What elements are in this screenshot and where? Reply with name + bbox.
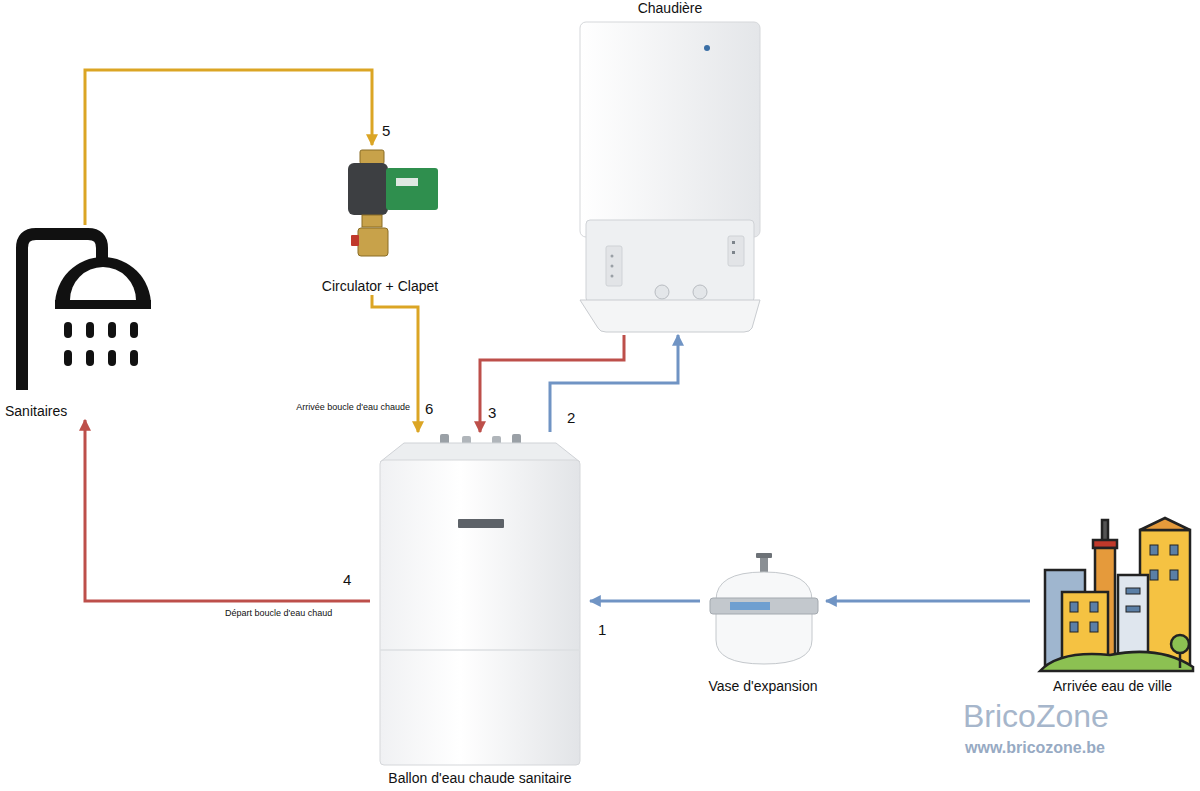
watermark: BricoZone xyxy=(963,697,1109,735)
circulator-illustration xyxy=(348,150,438,256)
pipe-connector xyxy=(85,420,370,601)
shower-icon xyxy=(22,234,151,390)
city-icon-part xyxy=(1070,622,1078,632)
pipe-connector xyxy=(550,335,678,432)
boiler-illustration-part xyxy=(655,285,669,299)
circulator-node: Circulator + Clapet xyxy=(300,145,460,295)
boiler-illustration-part xyxy=(611,255,614,258)
city-icon-part xyxy=(1090,622,1098,632)
boiler-illustration-part xyxy=(580,300,760,332)
expansion-vessel-illustration-part xyxy=(730,602,770,610)
boiler-illustration-part xyxy=(606,246,622,286)
shower-icon-part xyxy=(108,350,116,366)
boiler-node: Chaudière xyxy=(570,0,770,335)
boiler-illustration-part xyxy=(611,265,614,268)
boiler-illustration-part xyxy=(611,275,614,278)
boiler-illustration-part xyxy=(580,22,760,237)
tank-illustration-part xyxy=(380,649,580,651)
circulator-illustration-part xyxy=(348,163,388,215)
circulator-illustration-part xyxy=(396,178,418,186)
node-caption: Vase d'expansion xyxy=(708,678,817,695)
shower-node: Sanitaires xyxy=(5,225,155,420)
pipe-connector xyxy=(85,70,372,225)
callout-number: 6 xyxy=(425,400,433,418)
node-caption: Sanitaires xyxy=(5,403,67,420)
shower-icon-part xyxy=(70,267,136,300)
city-icon-part xyxy=(1150,570,1158,580)
city-icon-part xyxy=(1126,606,1140,612)
city-icon-part xyxy=(1040,652,1193,671)
expansion-vessel-illustration-part xyxy=(756,553,772,558)
city-icon-part xyxy=(1150,545,1158,555)
tank-illustration xyxy=(380,434,580,765)
expansion-vessel-illustration xyxy=(710,553,818,664)
circulator-illustration-part xyxy=(351,235,359,246)
city-icon-part xyxy=(1171,635,1189,653)
shower-icon-part xyxy=(22,234,102,390)
boiler-illustration-part xyxy=(586,220,754,302)
shower-icon-part xyxy=(130,350,138,366)
city-icon-part xyxy=(1170,570,1178,580)
node-caption: Ballon d'eau chaude sanitaire xyxy=(388,770,571,787)
expansion-vessel-illustration-part xyxy=(760,556,768,574)
shower-icon-part xyxy=(55,257,151,305)
node-caption: Circulator + Clapet xyxy=(322,278,438,295)
shower-icon-part xyxy=(64,350,72,366)
city-icon-part xyxy=(1140,518,1190,530)
boiler-illustration-part xyxy=(732,241,735,244)
city-node: Arrivée eau de ville xyxy=(1030,515,1195,695)
callout-number: 3 xyxy=(488,404,496,422)
callout-number: 2 xyxy=(567,409,575,427)
expansion-vessel-illustration-part xyxy=(716,572,812,664)
pipe-connector xyxy=(590,600,700,603)
city-icon-part xyxy=(1070,602,1078,612)
shower-icon-part xyxy=(64,322,72,338)
boiler-illustration xyxy=(580,22,760,332)
boiler-illustration-part xyxy=(732,251,735,254)
tank-node: Ballon d'eau chaude sanitaire xyxy=(370,432,590,787)
callout-number: 4 xyxy=(343,571,351,589)
pipe-connector xyxy=(480,335,624,432)
boiler-illustration-part xyxy=(704,45,710,51)
boiler-illustration-part xyxy=(728,236,744,266)
callout-number: 1 xyxy=(598,621,606,639)
city-icon-part xyxy=(1090,602,1098,612)
tank-illustration-part xyxy=(380,443,580,462)
expansion-vessel-illustration-part xyxy=(710,598,818,614)
city-icon xyxy=(1040,518,1193,671)
shower-icon-part xyxy=(55,300,151,309)
tank-illustration-part xyxy=(380,460,580,765)
pipe-note: Arrivée boucle d'eau chaude xyxy=(250,402,410,413)
watermark-url: www.bricozone.be xyxy=(965,738,1105,757)
tank-illustration-part xyxy=(458,519,504,528)
city-icon-part xyxy=(1170,545,1178,555)
vessel-node: Vase d'expansion xyxy=(700,550,826,695)
node-caption: Arrivée eau de ville xyxy=(1053,678,1172,695)
circulator-illustration-part xyxy=(386,168,438,210)
callout-number: 5 xyxy=(382,122,390,140)
node-caption: Chaudière xyxy=(638,0,703,17)
shower-icon-part xyxy=(86,322,94,338)
circulator-illustration-part xyxy=(358,228,388,256)
pipe-connector xyxy=(826,600,1030,603)
city-icon-part xyxy=(1126,588,1140,594)
boiler-illustration-part xyxy=(693,285,707,299)
shower-icon-part xyxy=(130,322,138,338)
shower-icon-part xyxy=(86,350,94,366)
pipe-note: Départ boucle d'eau chaud xyxy=(225,608,332,619)
shower-icon-part xyxy=(108,322,116,338)
circulator-illustration-part xyxy=(360,150,384,164)
circulator-illustration-part xyxy=(362,215,382,227)
